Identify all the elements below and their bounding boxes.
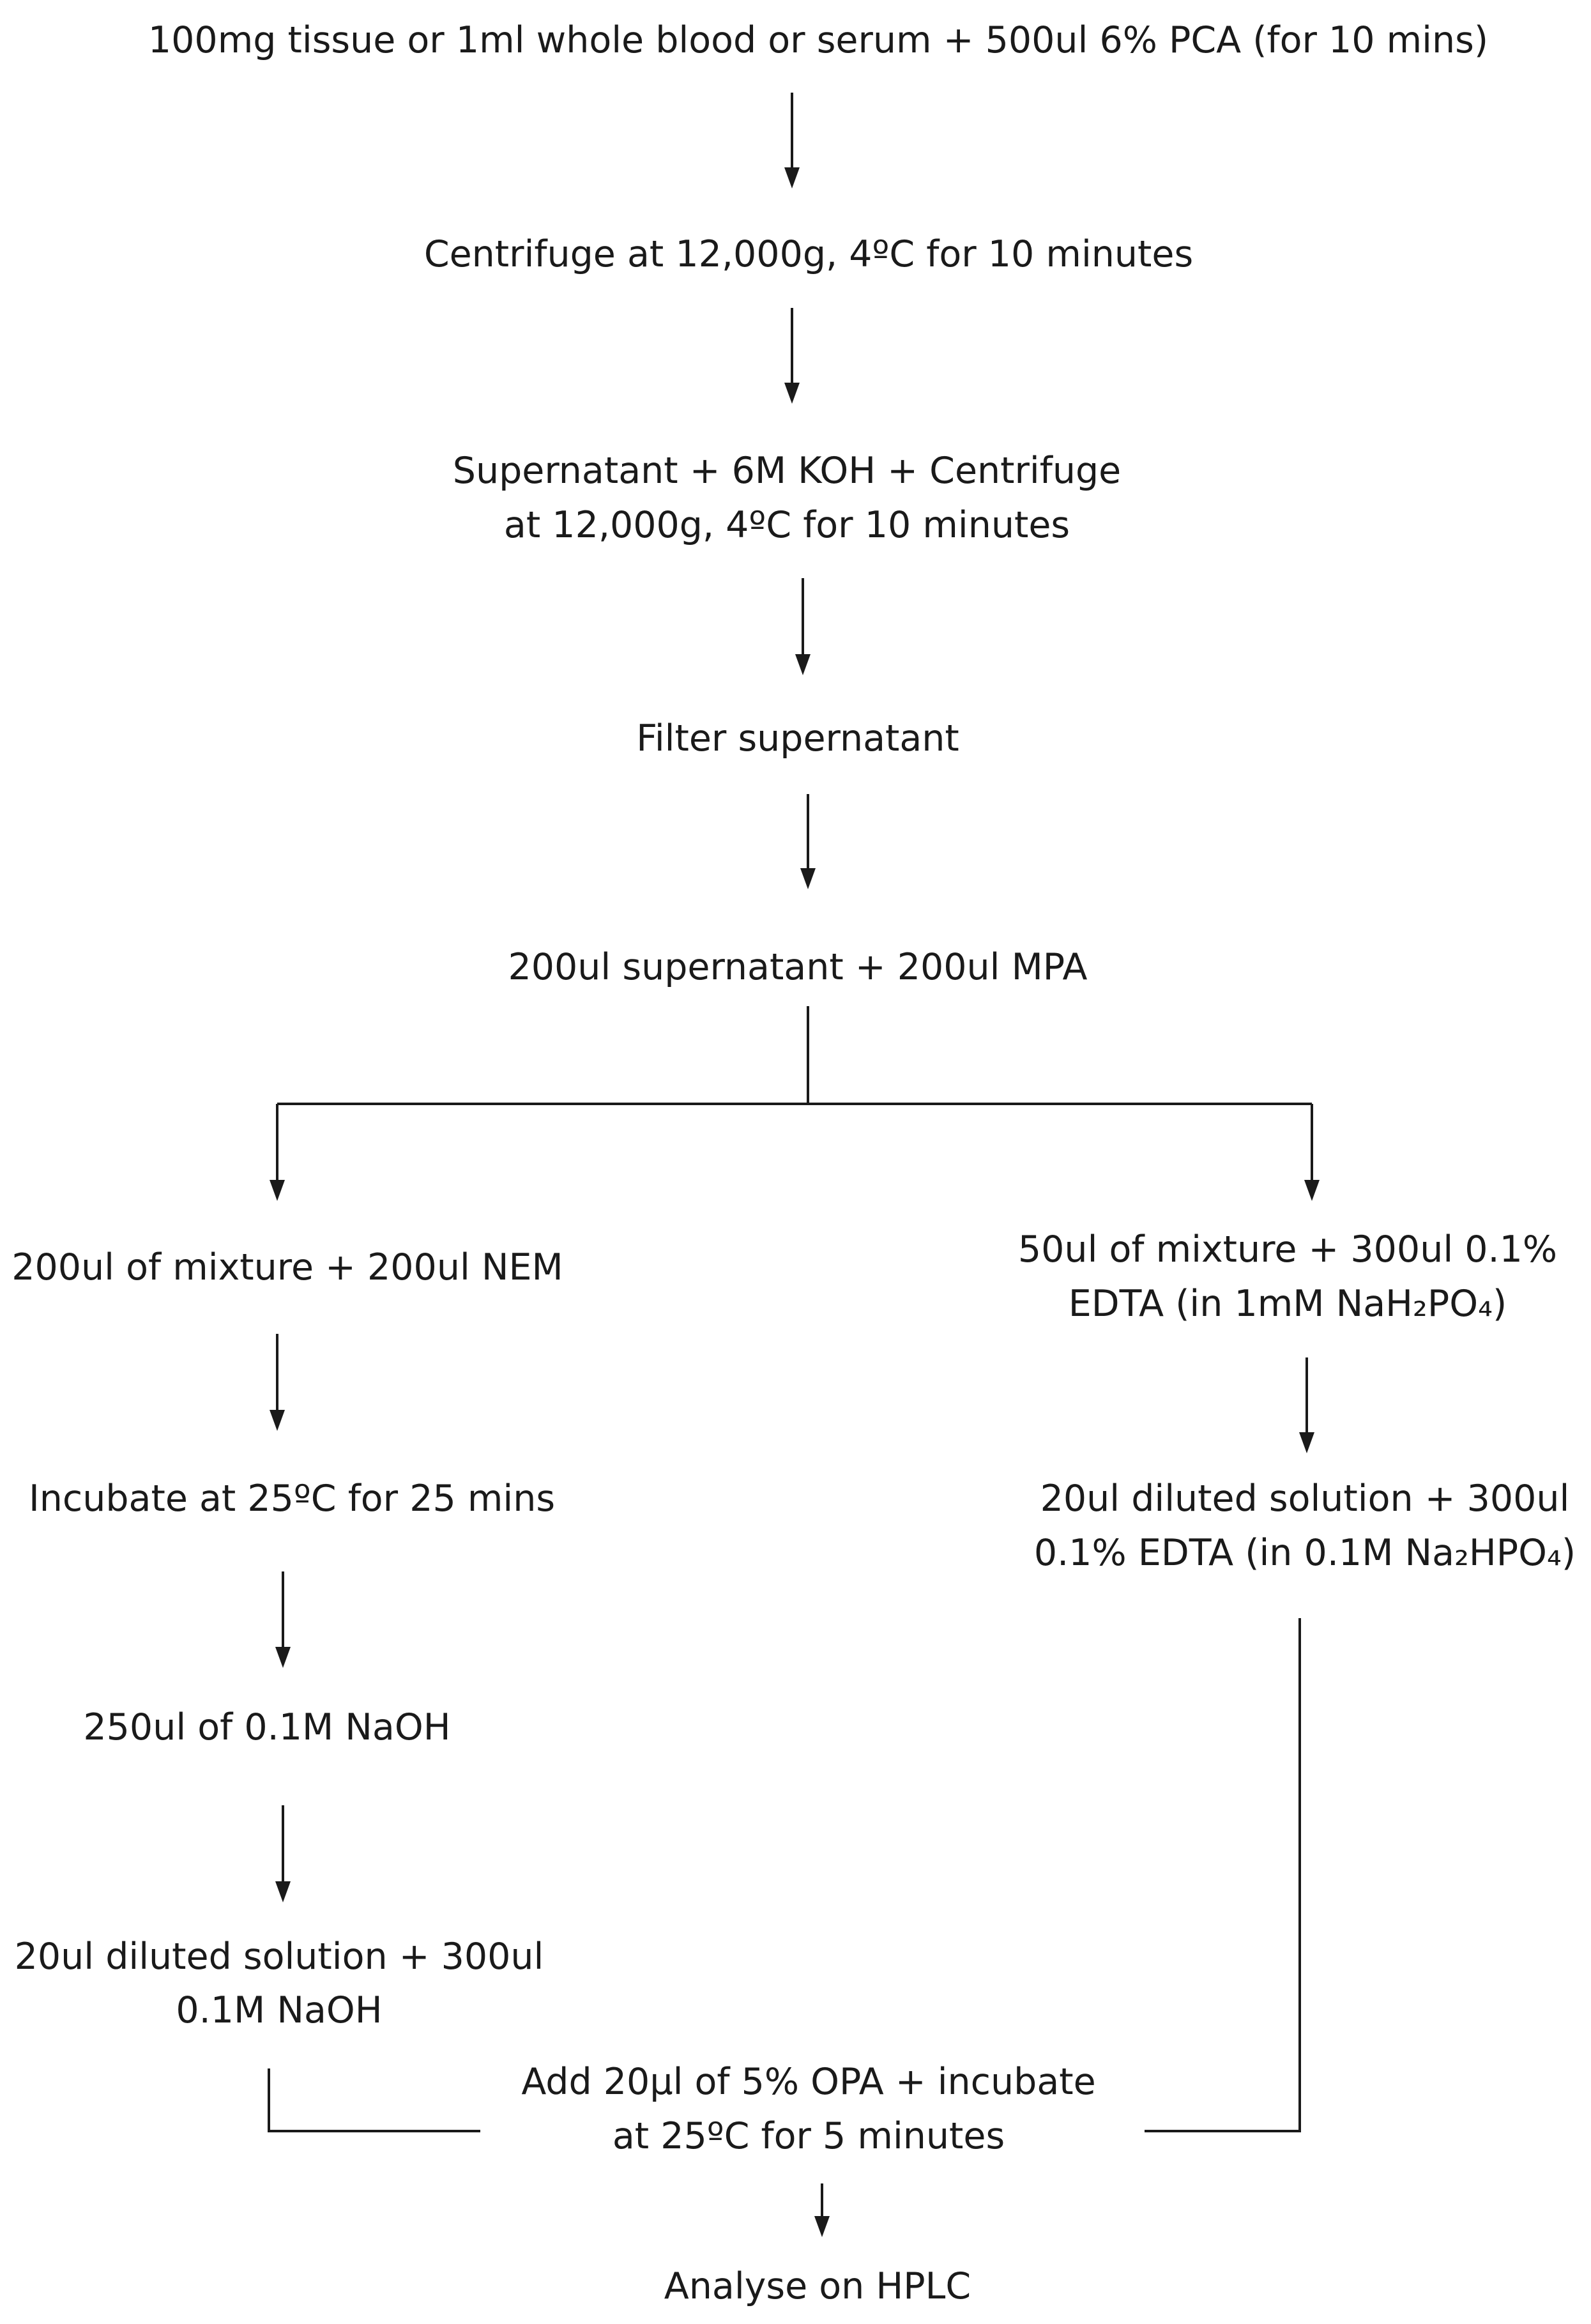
arrow-4: [800, 794, 816, 889]
arrow-left-2: [275, 1571, 291, 1668]
arrow-left-1: [270, 1334, 285, 1431]
step-naoh: 250ul of 0.1M NaOH: [83, 1706, 450, 1748]
step-koh-centrifuge-line1: Supernatant + 6M KOH + Centrifuge: [453, 450, 1121, 492]
arrow-split-right: [1304, 1104, 1320, 1201]
arrow-final: [814, 2183, 830, 2237]
step-edta-dilution-line1: 20ul diluted solution + 300ul: [1040, 1478, 1570, 1520]
step-centrifuge-1: Centrifuge at 12,000g, 4ºC for 10 minute…: [424, 233, 1193, 275]
step-incubate-25min: Incubate at 25ºC for 25 mins: [29, 1478, 555, 1520]
arrow-left-3: [275, 1805, 291, 1902]
arrow-1: [784, 93, 800, 188]
arrow-right-1: [1299, 1357, 1314, 1453]
step-edta-dilution-line2: 0.1% EDTA (in 0.1M Na₂HPO₄): [1034, 1532, 1576, 1574]
arrow-2: [784, 308, 800, 404]
step-opa-incubate-line2: at 25ºC for 5 minutes: [613, 2115, 1005, 2157]
step-analyse-hplc: Analyse on HPLC: [664, 2265, 971, 2307]
step-edta-mix-line2: EDTA (in 1mM NaH₂PO₄): [1069, 1283, 1507, 1325]
step-koh-centrifuge-line2: at 12,000g, 4ºC for 10 minutes: [504, 504, 1070, 546]
arrow-split-left: [270, 1104, 285, 1201]
step-mpa-mix: 200ul supernatant + 200ul MPA: [508, 946, 1088, 988]
step-filter-supernatant: Filter supernatant: [636, 717, 959, 760]
arrow-3: [795, 578, 811, 675]
step-naoh-dilution-line1: 20ul diluted solution + 300ul: [15, 1936, 544, 1978]
merge-connector-right: [1145, 1618, 1301, 2132]
step-opa-incubate-line1: Add 20µl of 5% OPA + incubate: [521, 2061, 1095, 2103]
step-homogenize: 100mg tissue or 1ml whole blood or serum…: [148, 19, 1488, 61]
step-naoh-dilution-line2: 0.1M NaOH: [176, 1989, 382, 2031]
split-connector: [277, 1006, 1312, 1105]
step-edta-mix-line1: 50ul of mixture + 300ul 0.1%: [1018, 1228, 1557, 1271]
step-nem-mix: 200ul of mixture + 200ul NEM: [11, 1246, 563, 1288]
merge-connector-left: [268, 2068, 480, 2132]
